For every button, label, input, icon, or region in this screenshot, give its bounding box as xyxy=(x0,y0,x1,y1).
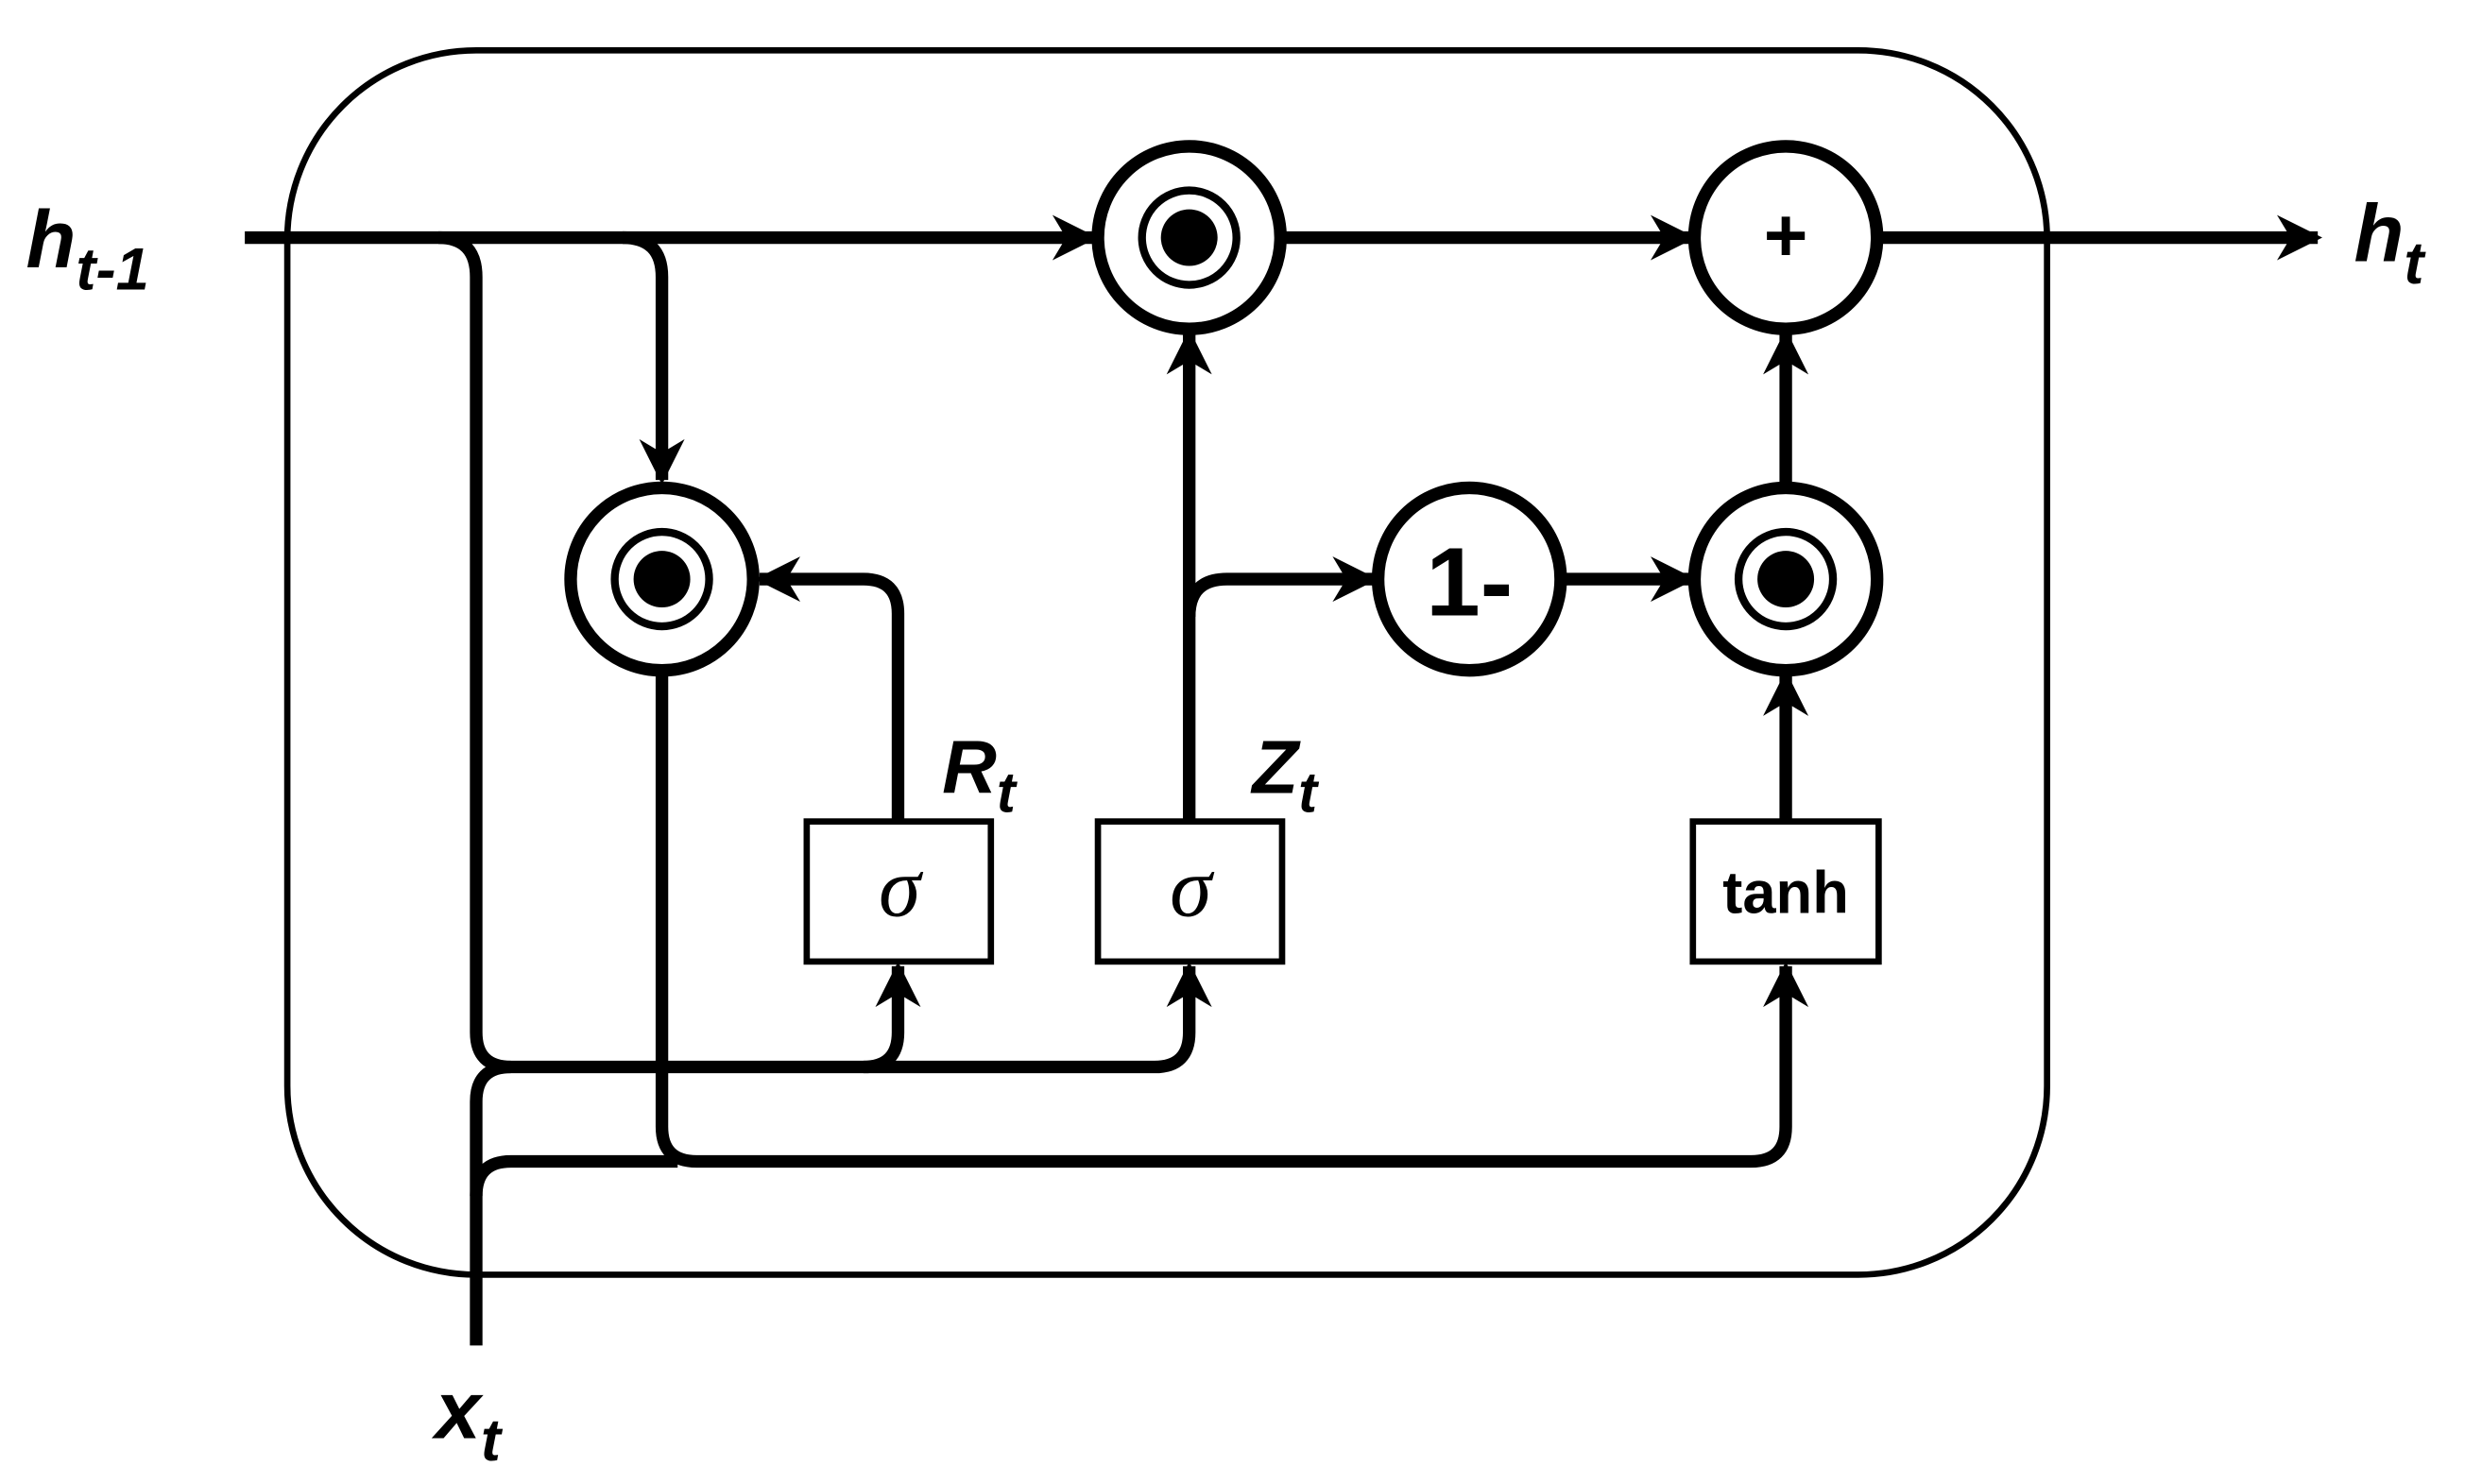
update-gate-function: σ xyxy=(1170,842,1215,935)
reset-gate-box: σ xyxy=(803,818,995,965)
hprev-label: ht-1 xyxy=(26,195,149,302)
update-gate-label-sub: t xyxy=(1298,761,1320,825)
candidate-function: tanh xyxy=(1722,860,1849,926)
hprev-to-gates xyxy=(437,230,921,1074)
hadamard-top xyxy=(1091,140,1287,335)
hadamard-reset xyxy=(564,481,760,677)
update-gate-label: Zt xyxy=(1250,725,1320,825)
reset-gate-label: Rt xyxy=(942,725,1019,825)
hprev-to-reset-hadamard xyxy=(622,230,685,485)
update-gate-label-base: Z xyxy=(1250,725,1301,810)
output-label-base: h xyxy=(2354,189,2404,280)
hprev-label-base: h xyxy=(26,195,77,285)
add-node: + xyxy=(1687,140,1884,335)
x-to-candidate-bus xyxy=(470,1154,678,1197)
x-label: xt xyxy=(432,1366,504,1474)
hprev-label-sub: t-1 xyxy=(76,237,148,303)
hadamard-update xyxy=(1687,481,1884,677)
reset-gate-label-sub: t xyxy=(997,761,1019,825)
hprev-to-update-gate xyxy=(863,962,1212,1074)
add-operator: + xyxy=(1764,194,1808,278)
update-gate-box: σ xyxy=(1094,818,1286,965)
update-to-one-minus xyxy=(1183,556,1378,618)
output-label: ht xyxy=(2354,189,2426,297)
one-minus-node: 1- xyxy=(1371,481,1567,677)
x-label-sub: t xyxy=(481,1407,504,1474)
output-label-sub: t xyxy=(2404,230,2426,297)
x-to-gates xyxy=(470,1060,511,1346)
one-minus-operator: 1- xyxy=(1426,527,1513,636)
connections xyxy=(245,214,2322,1346)
x-label-base: x xyxy=(432,1366,485,1457)
reset-gate-to-hadamard xyxy=(755,556,905,822)
reset-gate-function: σ xyxy=(879,842,924,935)
cell-boundary xyxy=(283,46,2050,1278)
reset-hadamard-to-candidate xyxy=(655,670,1809,1168)
reset-gate-label-base: R xyxy=(942,725,997,810)
candidate-box: tanh xyxy=(1689,818,1882,965)
